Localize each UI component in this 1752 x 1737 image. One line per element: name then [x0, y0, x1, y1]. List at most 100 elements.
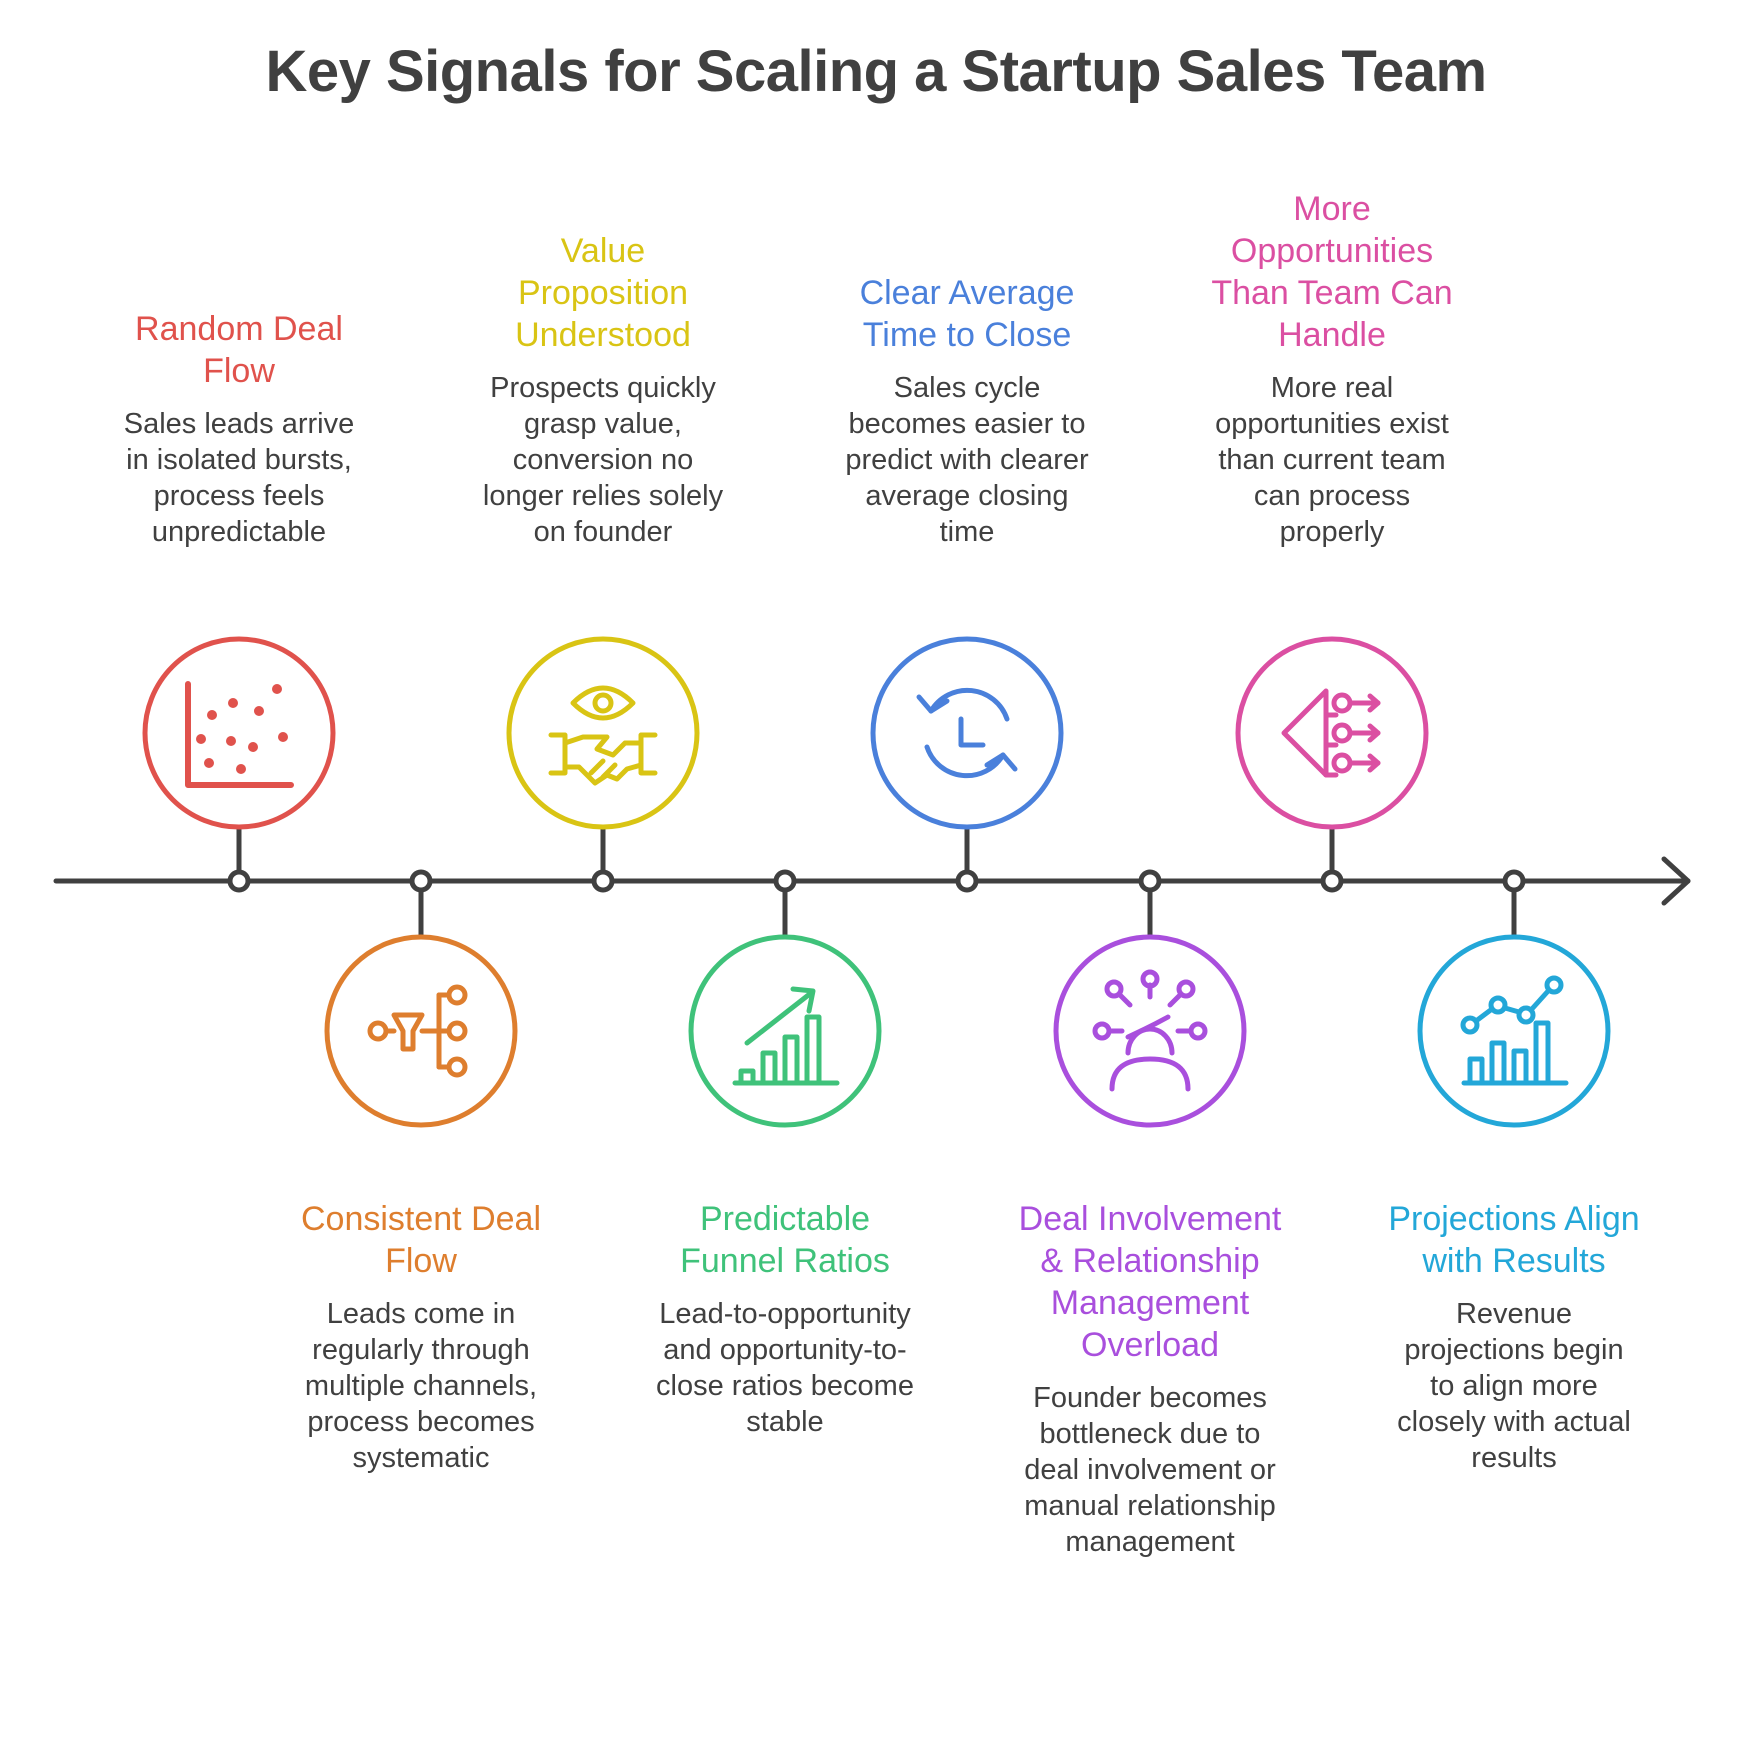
signal-description-line: process feels — [153, 480, 325, 512]
signal-title-line: Handle — [1278, 316, 1386, 354]
signal-description-line: Leads come in — [326, 1298, 516, 1330]
signal-node-more-opportunities-than-team-can-handle — [1235, 636, 1429, 893]
signal-description-line: regularly through — [312, 1334, 530, 1366]
distribution-arrows-icon — [1281, 688, 1381, 778]
growth-bars-icon — [732, 986, 840, 1086]
signal-title-line: Understood — [515, 316, 691, 354]
signal-description-line: on founder — [533, 516, 673, 548]
signal-description-line: opportunities exist — [1215, 408, 1449, 440]
signal-title-line: with Results — [1422, 1242, 1606, 1280]
timeline-dot — [955, 869, 979, 893]
icon-ring — [506, 636, 700, 830]
signal-node-value-proposition-understood — [506, 636, 700, 893]
timeline-arrowhead — [1661, 856, 1691, 906]
signal-title-line: & Relationship — [1040, 1242, 1260, 1280]
timeline-dot — [1138, 869, 1162, 893]
signal-title-line: Flow — [203, 352, 275, 390]
overloaded-person-icon — [1092, 969, 1208, 1092]
signal-description-line: bottleneck due to — [1039, 1418, 1261, 1450]
signal-description-line: grasp value, — [524, 408, 682, 440]
signal-description-line: multiple channels, — [304, 1370, 538, 1402]
signal-title-line: Random Deal — [135, 310, 343, 348]
signal-description-line: Lead-to-opportunity — [659, 1298, 911, 1330]
signal-description-line: close ratios become — [656, 1370, 914, 1402]
signal-title-line: Predictable — [699, 1200, 871, 1238]
icon-ring — [870, 636, 1064, 830]
signal-title-line: Value — [560, 232, 646, 270]
signal-description-line: Sales cycle — [893, 372, 1041, 404]
cycle-clock-icon — [916, 687, 1018, 779]
signal-title-line: Consistent Deal — [300, 1200, 541, 1238]
signal-title-line: Deal Involvement — [1018, 1200, 1282, 1238]
signal-title-line: Management — [1050, 1284, 1250, 1322]
signal-description-line: than current team — [1218, 444, 1446, 476]
signal-description-line: Revenue — [1455, 1298, 1573, 1330]
signal-description: Sales cycle becomes easier to predict with… — [817, 370, 1117, 550]
page-title: Key Signals for Scaling a Startup Sales … — [265, 39, 1487, 104]
signal-description-line: More real — [1270, 372, 1394, 404]
signal-title-line: Funnel Ratios — [680, 1242, 890, 1280]
icon-ring — [1417, 934, 1611, 1128]
signal-description-line: properly — [1279, 516, 1385, 548]
timeline-dot — [1320, 869, 1344, 893]
signal-description-line: manual relationship — [1024, 1490, 1276, 1522]
icon-ring — [688, 934, 882, 1128]
signal-title-line: Than Team Can — [1211, 274, 1453, 312]
signal-node-projections-align-with-results — [1417, 869, 1611, 1128]
signal-title-line: Overload — [1081, 1326, 1219, 1364]
eye-handshake-icon — [548, 685, 658, 786]
signal-description-line: predict with clearer — [845, 444, 1089, 476]
signal-description: Lead-to-opportunity and opportunity-to-cl… — [635, 1296, 935, 1440]
signal-title-line: Projections Align — [1388, 1200, 1640, 1238]
signal-description-line: Founder becomes — [1033, 1382, 1267, 1414]
signal-description-line: longer relies solely — [482, 480, 724, 512]
signal-description-line: Prospects quickly — [490, 372, 716, 404]
signal-description-line: unpredictable — [151, 516, 327, 548]
signal-title-line: Opportunities — [1230, 232, 1434, 270]
signal-description-line: becomes easier to — [848, 408, 1086, 440]
signal-title-line: Proposition — [517, 274, 689, 312]
signal-node-random-deal-flow — [142, 636, 336, 893]
signal-title-line: Flow — [385, 1242, 457, 1280]
signal-description-line: to align more — [1430, 1370, 1598, 1402]
signal-description-line: can process — [1253, 480, 1411, 512]
signal-title: Projections Align with Results — [1364, 1198, 1664, 1282]
signal-node-consistent-deal-flow — [324, 869, 518, 1128]
signal-description-line: systematic — [352, 1442, 490, 1474]
funnel-network-icon — [367, 984, 468, 1078]
signal-title-line: Clear Average — [859, 274, 1075, 312]
trend-bars-icon — [1460, 975, 1569, 1086]
signal-description: More real opportunities exist than current… — [1182, 370, 1482, 550]
signal-description-line: results — [1471, 1442, 1557, 1474]
timeline-dot — [409, 869, 433, 893]
signal-description: Leads come in regularly through multiple c… — [271, 1296, 571, 1476]
signal-description-line: closely with actual — [1397, 1406, 1631, 1438]
signal-description-line: conversion no — [512, 444, 694, 476]
signal-description-line: and opportunity-to- — [663, 1334, 907, 1366]
signal-description-line: stable — [746, 1406, 824, 1438]
signal-description-line: average closing — [865, 480, 1069, 512]
signal-title-line: More — [1293, 190, 1371, 228]
signal-node-predictable-funnel-ratios — [688, 869, 882, 1128]
icon-ring — [142, 636, 336, 830]
signal-node-deal-involvement-relationship-management-overload — [1053, 869, 1247, 1128]
timeline-dot — [227, 869, 251, 893]
timeline-dot — [591, 869, 615, 893]
timeline-dot — [1502, 869, 1526, 893]
